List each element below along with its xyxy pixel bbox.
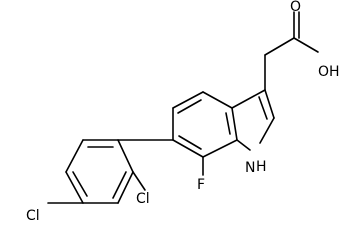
benzene-ring-indole	[172, 91, 238, 176]
pyrrole-ring	[231, 89, 275, 151]
bond-c3-c2-inner	[258, 96, 268, 120]
bond-ar2-cl	[132, 171, 146, 191]
bond-c7-c7a	[202, 139, 238, 158]
atom-label-oxygen-carbonyl: O	[290, 0, 301, 15]
atom-label-hydroxyl: OH	[318, 64, 340, 80]
bond-c6-c7-inner	[178, 135, 202, 150]
bond-ar5-ar6	[65, 139, 84, 173]
bond-ch2-cooh	[264, 37, 295, 56]
atom-label-indole-nh: H	[256, 159, 267, 175]
bond-ar2-ar3	[117, 171, 134, 204]
atom-label-chlorine-para: Cl	[26, 208, 40, 224]
bond-c3a-c4	[202, 91, 233, 109]
bond-ar1-ar2	[117, 139, 134, 173]
bond-c3a-c3	[231, 89, 266, 109]
bond-ar4-ar5-inner	[72, 171, 88, 197]
acetic-acid-group	[264, 11, 319, 91]
atom-label-chlorine-ortho: Cl	[136, 191, 150, 207]
bond-c7a-c3a-inner	[225, 112, 231, 135]
bond-ar2-ar3-inner	[112, 171, 127, 199]
bond-c-oh	[293, 37, 319, 53]
bond-ar4-ar5	[65, 171, 84, 204]
dichlorophenyl-ring	[47, 139, 146, 204]
bond-c6-c7	[172, 139, 204, 158]
bond-n1-c7a	[236, 139, 251, 151]
bond-c4-c5-inner	[177, 99, 202, 114]
structure-diagram: O OH H N F Cl Cl	[26, 0, 340, 224]
bond-c7a-c3a	[231, 107, 238, 141]
atom-label-indole-n: N	[245, 160, 255, 176]
bond-c3-c2	[264, 89, 275, 119]
atom-label-fluorine: F	[197, 177, 205, 193]
bond-c4-c5	[172, 91, 204, 109]
bond-c2-n1	[259, 117, 275, 144]
